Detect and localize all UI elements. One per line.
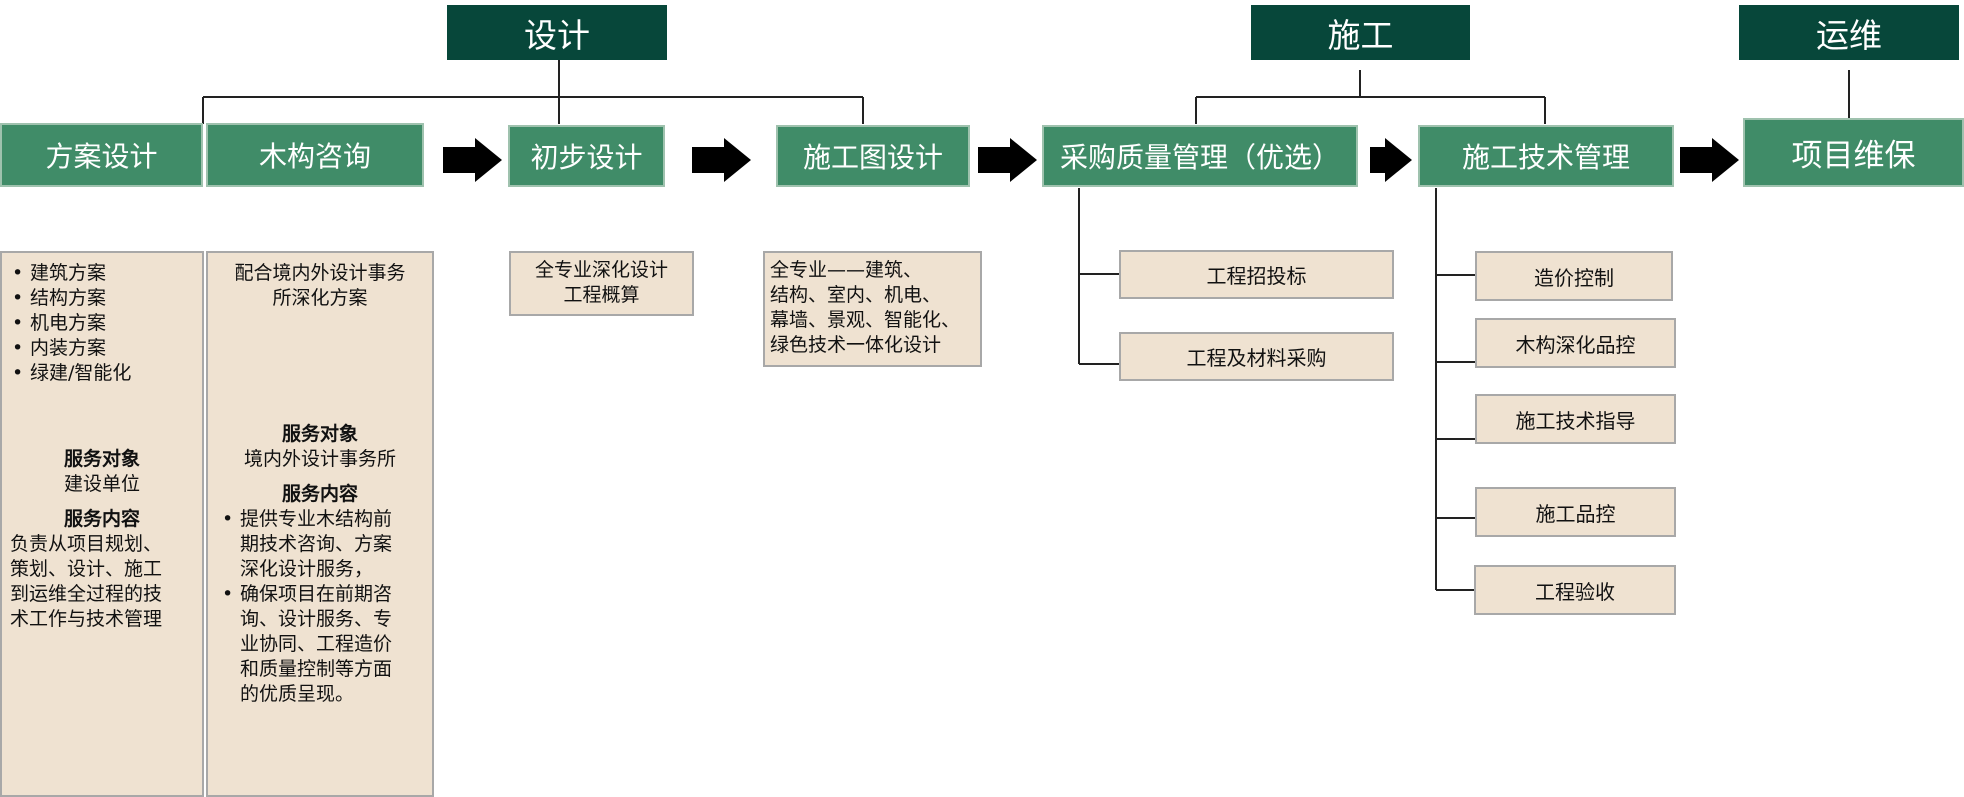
arrow-right-icon	[443, 138, 502, 182]
detail-line: 结构、室内、机电、	[770, 284, 942, 306]
step-construction-tech-management: 施工技术管理	[1418, 125, 1674, 187]
phase-header-construction: 施工	[1251, 5, 1470, 60]
service-target-label: 服务对象	[63, 448, 140, 470]
phase-header-operations: 运维	[1739, 5, 1959, 60]
timber-detail-box: 配合境内外设计事务 所深化方案 服务对象 境内外设计事务所 服务内容 提供专业木…	[206, 251, 434, 797]
step-construction-drawing-design: 施工图设计	[776, 125, 970, 187]
arrow-right-icon	[1370, 138, 1412, 182]
timber-intro-line: 所深化方案	[272, 287, 368, 309]
drawing-detail-box: 全专业——建筑、 结构、室内、机电、 幕墙、景观、智能化、 绿色技术一体化设计	[763, 251, 982, 367]
bullet-line: 提供专业木结构前	[240, 508, 393, 530]
list-item: 结构方案	[2, 286, 194, 311]
list-item: 提供专业木结构前 期技术咨询、方案 深化设计服务，	[212, 507, 424, 582]
step-preliminary-design: 初步设计	[508, 125, 665, 187]
construction-item-tech-guidance: 施工技术指导	[1475, 394, 1676, 444]
detail-line: 全专业深化设计	[534, 259, 668, 281]
service-target-label: 服务对象	[281, 423, 358, 445]
bullet-line: 期技术咨询、方案	[240, 533, 393, 555]
bullet-line: 和质量控制等方面	[240, 658, 393, 680]
arrow-right-icon	[978, 138, 1037, 182]
detail-line: 幕墙、景观、智能化、	[770, 309, 961, 331]
bullet-line: 确保项目在前期咨	[240, 583, 393, 605]
service-content-line: 策划、设计、施工	[10, 558, 163, 580]
scheme-item-list: 建筑方案 结构方案 机电方案 内装方案 绿建/智能化	[2, 261, 194, 386]
service-content-label: 服务内容	[281, 483, 358, 505]
list-item: 确保项目在前期咨 询、设计服务、专 业协同、工程造价 和质量控制等方面 的优质呈…	[212, 582, 424, 707]
service-target-value: 建设单位	[63, 473, 140, 495]
phase-header-design: 设计	[447, 5, 667, 60]
scheme-detail-box: 建筑方案 结构方案 机电方案 内装方案 绿建/智能化 服务对象 建设单位 服务内…	[0, 251, 204, 797]
procurement-item-bidding: 工程招投标	[1119, 250, 1394, 299]
detail-line: 工程概算	[563, 284, 640, 306]
bullet-line: 业协同、工程造价	[240, 633, 393, 655]
construction-item-timber-quality: 木构深化品控	[1475, 318, 1676, 368]
service-content-label: 服务内容	[63, 508, 140, 530]
arrow-right-icon	[692, 138, 751, 182]
service-content-line: 到运维全过程的技	[10, 583, 163, 605]
step-timber-consulting: 木构咨询	[206, 123, 424, 187]
bullet-line: 的优质呈现。	[240, 683, 355, 705]
timber-content-list: 提供专业木结构前 期技术咨询、方案 深化设计服务， 确保项目在前期咨 询、设计服…	[212, 507, 424, 707]
service-target-value: 境内外设计事务所	[243, 448, 396, 470]
construction-item-cost-control: 造价控制	[1475, 251, 1673, 301]
step-scheme-design: 方案设计	[0, 123, 203, 187]
procurement-item-purchasing: 工程及材料采购	[1119, 332, 1394, 381]
preliminary-detail-box: 全专业深化设计 工程概算	[509, 251, 694, 316]
service-content-line: 负责从项目规划、	[10, 533, 163, 555]
arrow-right-icon	[1680, 138, 1739, 182]
list-item: 绿建/智能化	[2, 361, 194, 386]
list-item: 内装方案	[2, 336, 194, 361]
bullet-line: 深化设计服务，	[240, 558, 374, 580]
service-content-line: 术工作与技术管理	[10, 608, 163, 630]
list-item: 建筑方案	[2, 261, 194, 286]
list-item: 机电方案	[2, 311, 194, 336]
step-procurement-quality: 采购质量管理（优选）	[1042, 125, 1358, 187]
step-project-maintenance: 项目维保	[1743, 118, 1964, 187]
construction-item-quality-control: 施工品控	[1475, 487, 1676, 537]
timber-intro-line: 配合境内外设计事务	[234, 262, 406, 284]
detail-line: 绿色技术一体化设计	[770, 334, 942, 356]
detail-line: 全专业——建筑、	[770, 259, 923, 281]
construction-item-acceptance: 工程验收	[1474, 565, 1676, 615]
bullet-line: 询、设计服务、专	[240, 608, 393, 630]
